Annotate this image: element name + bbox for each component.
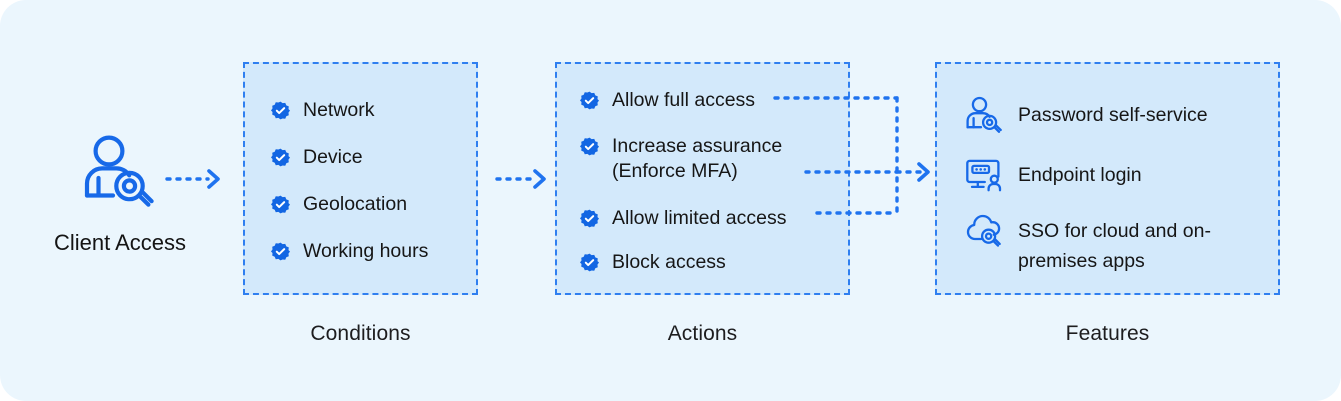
list-item[interactable]: Working hours	[271, 239, 428, 264]
check-badge-icon	[580, 91, 599, 110]
check-badge-icon	[580, 137, 599, 156]
features-stage-label: Features	[1065, 322, 1150, 345]
conditions-stage-label: Conditions	[310, 322, 411, 345]
list-item[interactable]: Increase assurance (Enforce MFA)	[580, 134, 782, 184]
list-item-label: Increase assurance (Enforce MFA)	[612, 135, 783, 182]
list-item-label: Allow full access	[612, 89, 756, 111]
check-badge-icon	[271, 195, 290, 214]
client-access-label: Client Access	[53, 230, 187, 255]
list-item[interactable]: Allow limited access	[580, 206, 786, 231]
check-badge-icon	[271, 242, 290, 261]
list-item-label: Geolocation	[303, 193, 408, 215]
actions-stage-label: Actions	[667, 322, 738, 345]
arrowhead-to-actions	[533, 169, 546, 189]
conditions-box: Network Device Geolocati	[243, 62, 478, 295]
check-badge-icon	[271, 148, 290, 167]
list-item-label: Working hours	[303, 240, 429, 262]
monitor-user-icon	[965, 156, 1003, 194]
features-box: Password self-service	[935, 62, 1280, 295]
list-item[interactable]: Endpoint login	[965, 156, 1142, 194]
list-item-label: Block access	[612, 251, 726, 273]
check-badge-icon	[580, 253, 599, 272]
cloud-magnifier-icon	[965, 212, 1003, 250]
arrowhead-to-conditions	[207, 169, 220, 189]
list-item[interactable]: Allow full access	[580, 88, 755, 113]
list-item-label: Allow limited access	[612, 207, 787, 229]
list-item-label: Endpoint login	[1018, 164, 1142, 186]
list-item[interactable]: Password self-service	[965, 96, 1208, 134]
check-badge-icon	[580, 209, 599, 228]
list-item[interactable]: Device	[271, 145, 363, 170]
list-item-label: Device	[303, 146, 363, 168]
list-item-label: Password self-service	[1018, 104, 1208, 126]
list-item-label: SSO for cloud and on- premises apps	[1018, 220, 1211, 272]
list-item[interactable]: Geolocation	[271, 192, 407, 217]
user-magnifier-icon	[82, 134, 154, 210]
user-magnifier-icon	[965, 96, 1003, 134]
list-item-label: Network	[303, 99, 375, 121]
client-access-group: Client Access	[30, 130, 210, 270]
check-badge-icon	[271, 101, 290, 120]
list-item[interactable]: Block access	[580, 250, 726, 275]
list-item[interactable]: SSO for cloud and on- premises apps	[965, 212, 1211, 276]
actions-box: Allow full access Increase assurance (En…	[555, 62, 850, 295]
list-item[interactable]: Network	[271, 98, 375, 123]
arrowhead-to-features	[917, 162, 930, 182]
